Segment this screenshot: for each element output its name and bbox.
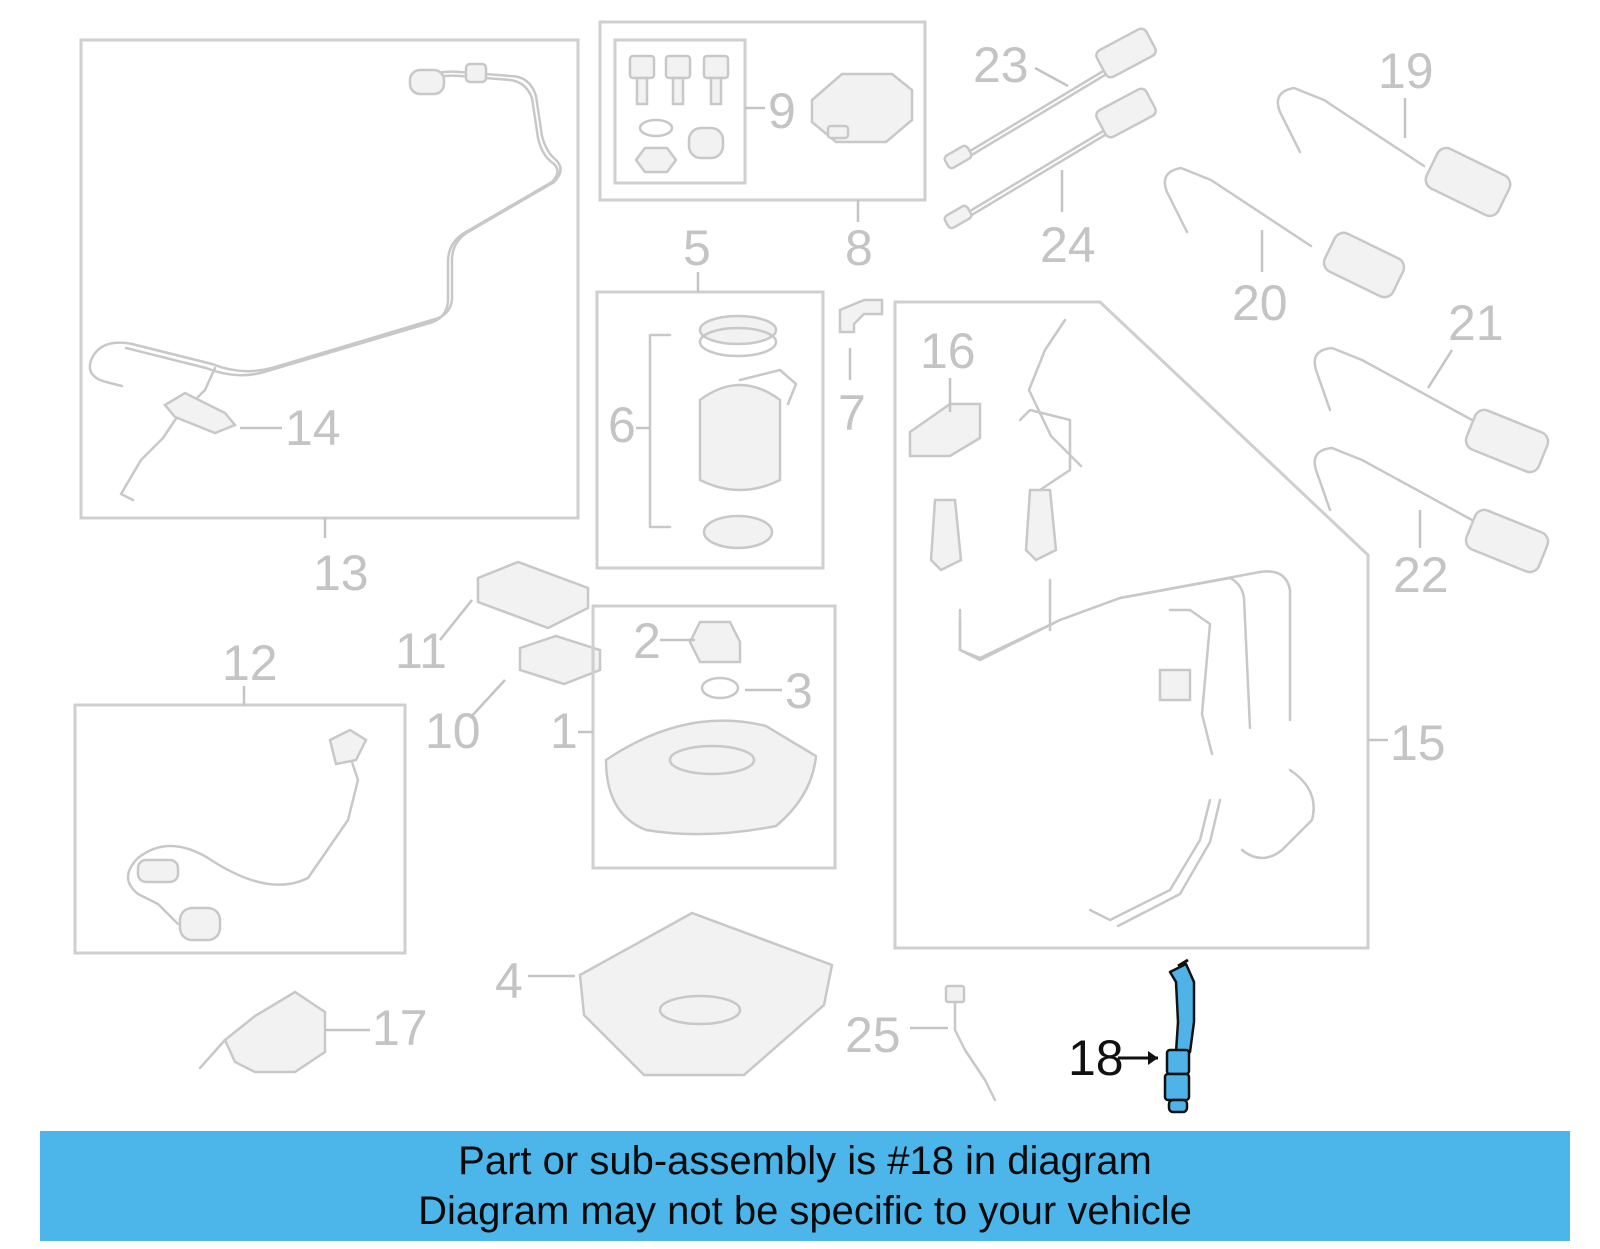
info-banner: Part or sub-assembly is #18 in diagram D… (40, 1131, 1570, 1241)
callout-7: 7 (838, 385, 866, 441)
leader-11 (439, 599, 473, 641)
temp-sensor-23-24 (943, 27, 1157, 230)
callout-23: 23 (973, 37, 1029, 93)
leader-23 (1034, 66, 1069, 88)
callout-4: 4 (495, 953, 523, 1009)
callout-19: 19 (1378, 43, 1434, 99)
callout-20: 20 (1232, 275, 1288, 331)
banner-line-1: Part or sub-assembly is #18 in diagram (458, 1139, 1152, 1183)
callout-2: 2 (633, 613, 661, 669)
group-8-box (598, 20, 927, 202)
bushing-icon (687, 126, 725, 160)
leader-21 (1426, 349, 1454, 389)
callout-6: 6 (608, 397, 636, 453)
o2-sensor-18-highlighted[interactable] (1163, 958, 1196, 1114)
callout-22: 22 (1393, 547, 1449, 603)
seal-ring-icon (638, 118, 674, 138)
tank-cover-icon (604, 719, 818, 836)
callout-3: 3 (785, 663, 813, 719)
sensor-10-icon (518, 634, 602, 686)
callout-14: 14 (285, 400, 341, 456)
callout-17: 17 (372, 1000, 428, 1056)
banner-line-2: Diagram may not be specific to your vehi… (418, 1189, 1192, 1233)
pump-seal-icon (702, 514, 774, 550)
o2-sensor-20 (1163, 166, 1406, 299)
lock-ring-icon (698, 314, 778, 346)
actuator-icon (223, 990, 327, 1074)
arrow-18-icon (1148, 1051, 1158, 1065)
callout-11: 11 (395, 623, 447, 679)
callout-25: 25 (845, 1007, 901, 1063)
oil-pan-icon (578, 911, 834, 1077)
o2-sensor-22 (1313, 446, 1550, 574)
group-1-box (591, 604, 837, 870)
callout-18: 18 (1068, 1030, 1124, 1086)
callout-24: 24 (1040, 217, 1096, 273)
leader-10 (469, 679, 506, 719)
sensor-11-icon (476, 560, 590, 630)
cap-icon (688, 620, 742, 664)
callout-12: 12 (222, 635, 278, 691)
wire-sensor-icon (953, 998, 997, 1102)
hex-nut-icon (634, 146, 678, 174)
callout-21: 21 (1448, 295, 1504, 351)
callout-1: 1 (550, 703, 578, 759)
bolt-icon (628, 54, 730, 106)
callout-15: 15 (1390, 715, 1446, 771)
callout-13: 13 (313, 545, 369, 601)
o2-sensor-21 (1313, 346, 1550, 474)
callout-16: 16 (920, 323, 976, 379)
group-5-box (595, 290, 825, 570)
fitting-icon (838, 298, 884, 334)
callout-5: 5 (683, 220, 711, 276)
o-ring-icon (700, 676, 740, 700)
group-15-box (893, 300, 1370, 950)
pressure-sensor-icon (908, 402, 982, 458)
callout-8: 8 (845, 220, 873, 276)
group-12-box (73, 703, 407, 955)
callout-9: 9 (768, 83, 796, 139)
callout-10: 10 (425, 703, 481, 759)
fuel-pump-icon (698, 383, 782, 492)
group-13-box (79, 38, 580, 520)
o2-sensor-19 (1276, 86, 1512, 218)
